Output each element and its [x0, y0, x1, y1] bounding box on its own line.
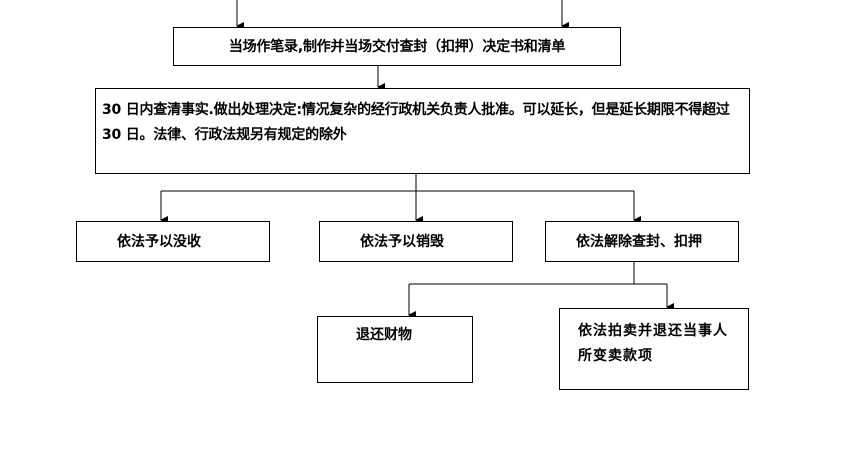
node-confiscate-label: 依法予以没收 — [117, 233, 201, 250]
node-return-property: 退还财物 — [317, 316, 473, 383]
node-verify-label: 30 日内查清事实.做出处理决定:情况复杂的经行政机关负责人批准。可以延长，但是… — [102, 102, 730, 143]
node-record-and-deliver-decision: 当场作笔录,制作并当场交付查封（扣押）决定书和清单 — [173, 27, 621, 66]
node-auction-label: 依法拍卖并退还当事人所变卖款项 — [578, 323, 728, 364]
node-auction-and-refund: 依法拍卖并退还当事人所变卖款项 — [559, 308, 749, 390]
node-release-label: 依法解除查封、扣押 — [576, 233, 702, 250]
node-destroy: 依法予以销毁 — [319, 221, 513, 262]
node-record-label: 当场作笔录,制作并当场交付查封（扣押）决定书和清单 — [228, 38, 566, 55]
node-destroy-label: 依法予以销毁 — [360, 233, 444, 250]
node-verify-facts-and-decide: 30 日内查清事实.做出处理决定:情况复杂的经行政机关负责人批准。可以延长，但是… — [95, 88, 750, 174]
node-return-property-label: 退还财物 — [356, 327, 412, 343]
node-release-seizure: 依法解除查封、扣押 — [545, 221, 739, 262]
node-confiscate: 依法予以没收 — [76, 221, 270, 262]
